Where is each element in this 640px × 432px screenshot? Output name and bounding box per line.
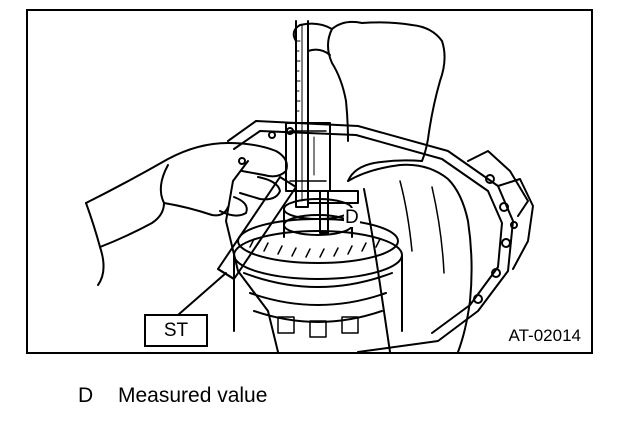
st-leader-line (177, 272, 227, 316)
special-tool-label-box: ST (144, 314, 208, 347)
left-hand (85, 142, 288, 286)
right-hand (292, 20, 473, 352)
special-tool-label: ST (163, 319, 189, 341)
vernier-caliper (285, 20, 359, 234)
callout-label-d: D (344, 207, 360, 228)
transmission-case (225, 120, 534, 352)
figure-frame: D ST AT-02014 (26, 9, 593, 354)
figure-id: AT-02014 (506, 326, 583, 346)
legend-key: D (78, 384, 94, 407)
legend: D Measured value (78, 385, 267, 406)
caliper-measurement-illustration (85, 20, 534, 352)
legend-text: Measured value (118, 384, 268, 407)
